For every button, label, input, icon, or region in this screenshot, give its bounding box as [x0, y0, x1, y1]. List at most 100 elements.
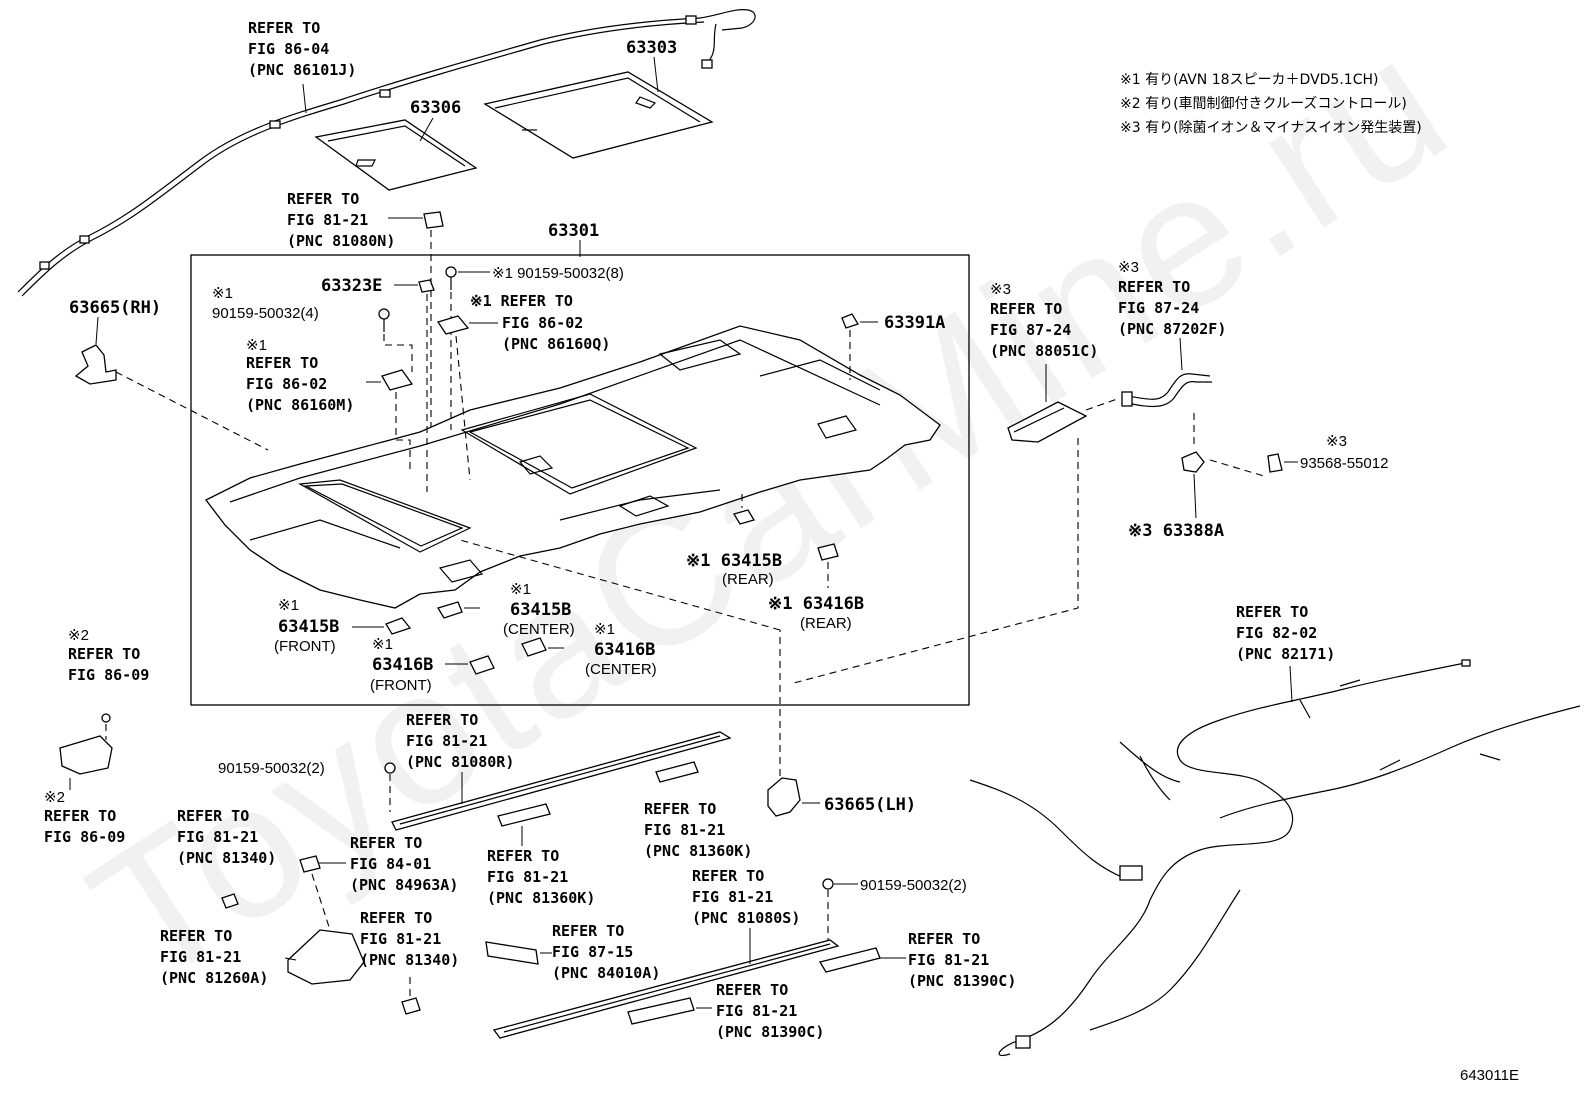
- ref-82171-l2: FIG 82-02: [1236, 624, 1317, 642]
- ref-84963a-l3: (PNC 84963A): [350, 876, 458, 894]
- ref-81260a-l3: (PNC 81260A): [160, 969, 268, 987]
- console-81260a: [287, 929, 365, 985]
- lamp-84010a: [485, 941, 539, 965]
- ref-81080s-l3: (PNC 81080S): [692, 909, 800, 927]
- clip-63391a: [841, 313, 859, 329]
- note-1: ※1 有り(AVN 18スピーカ＋DVD5.1CH): [1120, 72, 1378, 88]
- ref-81260a-l1: REFER TO: [160, 927, 232, 945]
- ref-81390c-r-l2: FIG 81-21: [908, 951, 989, 969]
- ref-81360k-r-l2: FIG 81-21: [644, 821, 725, 839]
- lamp-base-86160m: [381, 369, 414, 391]
- ref-81390c-b-l3: (PNC 81390C): [716, 1023, 824, 1041]
- ref-81340b-l2: FIG 81-21: [360, 930, 441, 948]
- ref-81360k-l-l2: FIG 81-21: [487, 868, 568, 886]
- label-63303: 63303: [626, 38, 677, 58]
- clip-81340-b: [401, 997, 421, 1015]
- ref-81080n-l2: FIG 81-21: [287, 211, 368, 229]
- ref-81080n-l1: REFER TO: [287, 190, 359, 208]
- label-63665-rh: 63665(RH): [69, 298, 161, 318]
- ref-87202f-l3: FIG 87-24: [1118, 299, 1199, 317]
- ion-hose-87202f: [1127, 373, 1212, 408]
- label-63301: 63301: [548, 221, 599, 241]
- ref-81080r-l1: REFER TO: [406, 711, 478, 729]
- ref-81080s-l2: FIG 81-21: [692, 888, 773, 906]
- ref-84010a-l1: REFER TO: [552, 922, 624, 940]
- clip-84963a: [299, 855, 321, 873]
- ref-86160m-l3: FIG 86-02: [246, 375, 327, 393]
- clip-81340-a: [221, 893, 239, 909]
- wire-harness-82171: [969, 659, 1581, 1056]
- ref-82171-l1: REFER TO: [1236, 603, 1308, 621]
- clip-63415b-rear: [733, 509, 755, 525]
- label-63391a: 63391A: [884, 313, 945, 333]
- ref-81340b-l1: REFER TO: [360, 909, 432, 927]
- label-63416b-front: 63416B: [372, 655, 433, 675]
- ref-84010a-l2: FIG 87-15: [552, 943, 633, 961]
- ref-86101j-l1: REFER TO: [248, 19, 320, 37]
- ref-86-09-top-l3: FIG 86-09: [68, 666, 149, 684]
- clip-63388a: [1181, 451, 1205, 473]
- ref-81390c-r-l3: (PNC 81390C): [908, 972, 1016, 990]
- ref-81360k-l-l3: (PNC 81360K): [487, 889, 595, 907]
- ref-81360k-r-l3: (PNC 81360K): [644, 842, 752, 860]
- mark-1-center-a: ※1: [510, 581, 531, 598]
- screw-90159-8: [445, 266, 457, 290]
- label-63416b-rear: ※1 63416B: [768, 594, 864, 614]
- ref-81390c-b-l1: REFER TO: [716, 981, 788, 999]
- ref-81340b-l3: (PNC 81340): [360, 951, 459, 969]
- mark-1-front-b: ※1: [372, 636, 393, 653]
- ref-81080r-l3: (PNC 81080R): [406, 753, 514, 771]
- ref-81390c-b-l2: FIG 81-21: [716, 1002, 797, 1020]
- note-2: ※2 有り(車間制御付きクルーズコントロール): [1120, 95, 1407, 112]
- ref-86160q-l2: FIG 86-02: [502, 314, 583, 332]
- ref-88051c-l2: REFER TO: [990, 300, 1062, 318]
- label-63388a: ※3 63388A: [1128, 521, 1224, 541]
- label-center-a: (CENTER): [503, 621, 575, 638]
- ref-86160q-l1: ※1 REFER TO: [470, 292, 573, 310]
- ref-82171-l3: (PNC 82171): [1236, 645, 1335, 663]
- ref-81340a-l2: FIG 81-21: [177, 828, 258, 846]
- ref-87202f-l2: REFER TO: [1118, 278, 1190, 296]
- clip-63416b-center: [521, 637, 547, 657]
- ref-88051c-l3: FIG 87-24: [990, 321, 1071, 339]
- ref-86101j-l3: (PNC 86101J): [248, 61, 356, 79]
- trim-81360k-r: [655, 761, 699, 783]
- note-3: ※3 有り(除菌イオン＆マイナスイオン発生装置): [1120, 120, 1422, 136]
- ref-87202f-l1: ※3: [1118, 259, 1139, 276]
- bracket-63665-rh: [74, 344, 117, 385]
- clip-63416b-rear: [817, 543, 839, 561]
- note-block: ※1 有り(AVN 18スピーカ＋DVD5.1CH) ※2 有り(車間制御付きク…: [1120, 72, 1422, 136]
- label-93568: 93568-55012: [1300, 455, 1388, 472]
- ref-81080n-l3: (PNC 81080N): [287, 232, 395, 250]
- ref-86-09-bot-l1: ※2: [44, 789, 65, 806]
- lamp-base-86160q: [436, 315, 470, 335]
- label-rear-b: (REAR): [800, 615, 852, 632]
- sunshade-front-63306: [314, 119, 478, 191]
- ref-84963a-l1: REFER TO: [350, 834, 422, 852]
- ref-86101j-l2: FIG 86-04: [248, 40, 329, 58]
- roof-wire-harness: [17, 9, 756, 297]
- trim-81360k-l: [497, 803, 551, 827]
- ref-81360k-l-l1: REFER TO: [487, 847, 559, 865]
- screw-90159-2a: [384, 762, 396, 774]
- label-63416b-center: 63416B: [594, 640, 655, 660]
- connector-81080n: [423, 211, 444, 229]
- label-center-b: (CENTER): [585, 661, 657, 678]
- label-63415b-rear: ※1 63415B: [686, 551, 782, 571]
- headliner-63301: [205, 325, 941, 609]
- ref-81260a-l2: FIG 81-21: [160, 948, 241, 966]
- label-screw-8: ※1 90159-50032(8): [492, 265, 624, 282]
- ref-86-09-top-l2: REFER TO: [68, 645, 140, 663]
- ref-86160q-l3: (PNC 86160Q): [502, 335, 610, 353]
- screw-93568: [1267, 453, 1283, 473]
- ref-81080s-l1: REFER TO: [692, 867, 764, 885]
- ion-generator-88051c: [1007, 401, 1088, 443]
- ref-81080r-l2: FIG 81-21: [406, 732, 487, 750]
- bracket-86-09: [59, 713, 113, 775]
- ref-81360k-r-l1: REFER TO: [644, 800, 716, 818]
- bracket-63665-lh: [767, 777, 801, 817]
- mark-1-center-b: ※1: [594, 621, 615, 638]
- ref-81340a-l3: (PNC 81340): [177, 849, 276, 867]
- ref-88051c-l1: ※3: [990, 281, 1011, 298]
